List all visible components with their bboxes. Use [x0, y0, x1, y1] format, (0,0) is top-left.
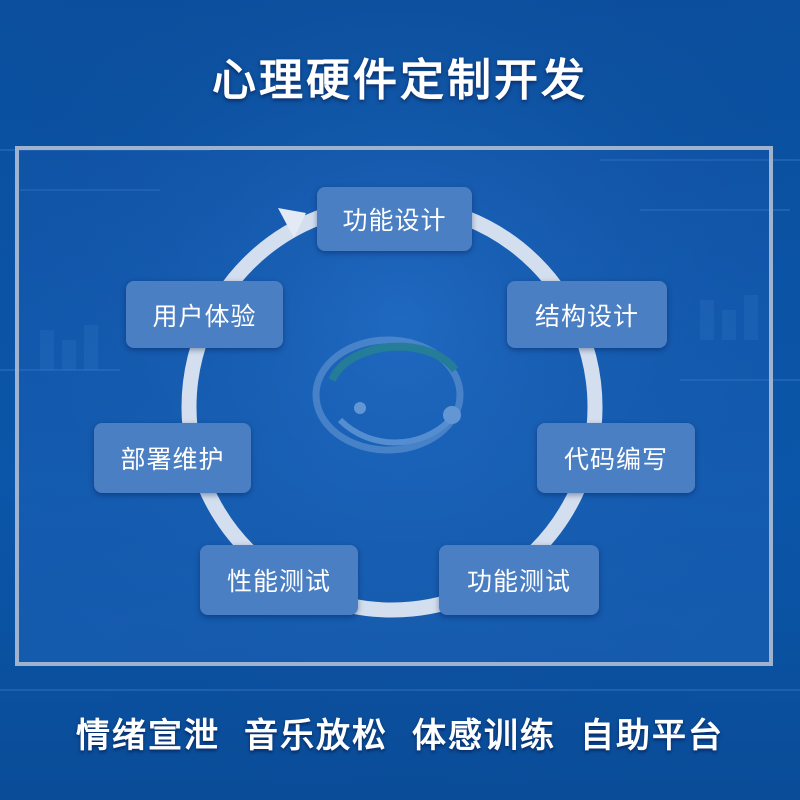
feature-item: 音乐放松 [244, 716, 388, 756]
feature-item: 自助平台 [580, 716, 724, 756]
step-performance-test: 性能测试 [200, 545, 358, 615]
step-coding: 代码编写 [537, 423, 695, 493]
step-deploy-maintain: 部署维护 [94, 423, 251, 493]
step-user-experience: 用户体验 [126, 281, 283, 348]
brain-logo-icon [312, 336, 464, 454]
feature-item: 体感训练 [412, 716, 556, 756]
page-title: 心理硬件定制开发 [212, 55, 588, 106]
feature-item: 情绪宣泄 [76, 716, 220, 756]
step-structural-design: 结构设计 [507, 281, 667, 348]
step-functional-test: 功能测试 [439, 545, 599, 615]
step-functional-design: 功能设计 [317, 187, 472, 251]
feature-list: 情绪宣泄 音乐放松 体感训练 自助平台 [0, 708, 800, 757]
arrow-head-icon [278, 208, 306, 238]
